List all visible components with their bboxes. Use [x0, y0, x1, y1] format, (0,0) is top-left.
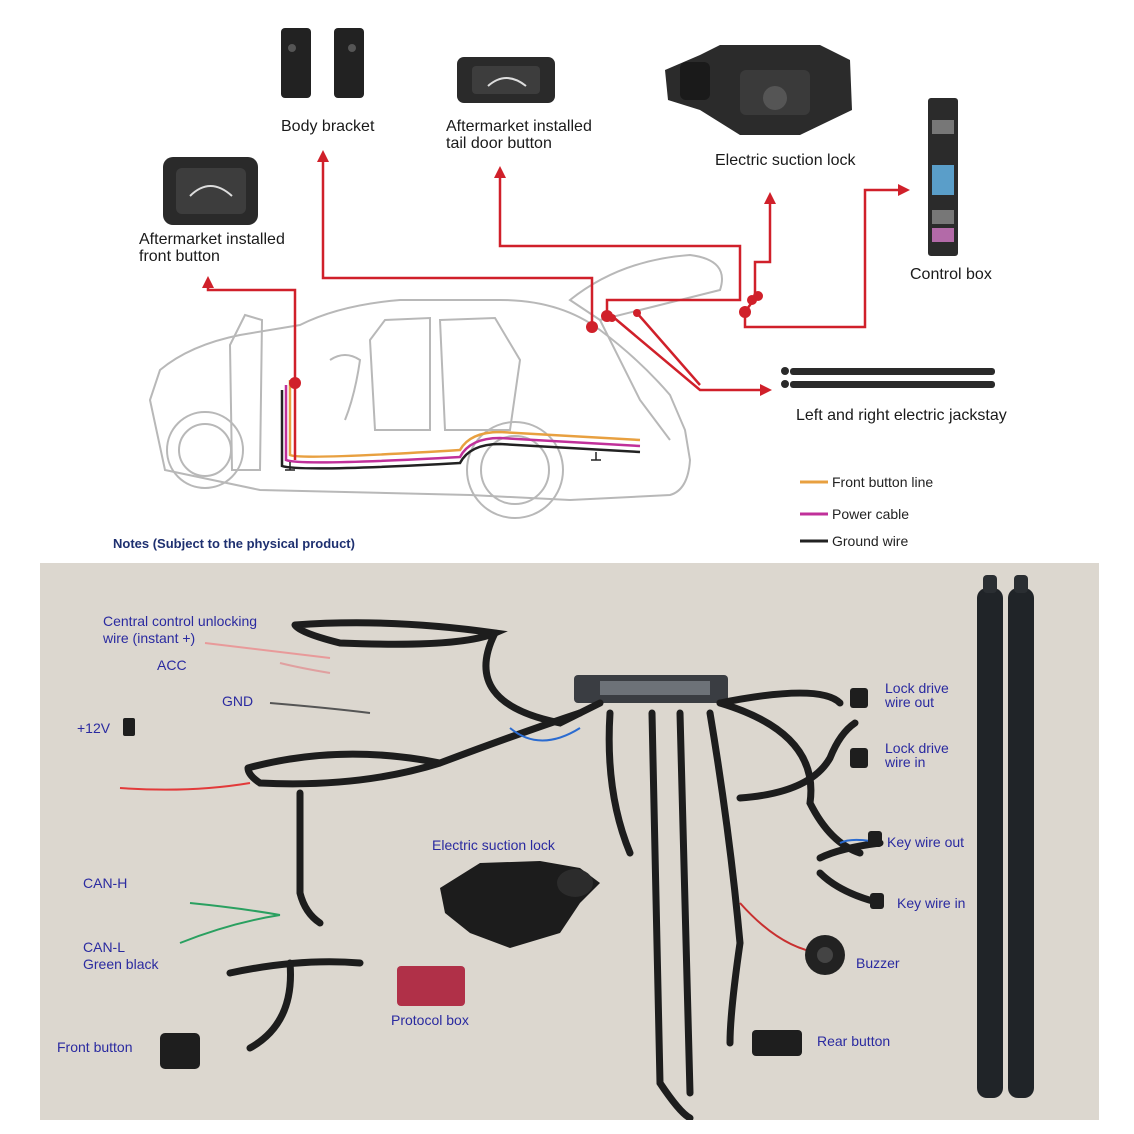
front-button-label-line2: front button [139, 248, 220, 265]
notes-text: Notes (Subject to the physical product) [113, 536, 355, 551]
body-bracket-label: Body bracket [281, 118, 375, 135]
front-button-icon [163, 157, 258, 225]
suction-lock-photo-label: Electric suction lock [432, 837, 555, 853]
legend-front-button-line: Front button line [832, 474, 934, 490]
arrow-heads [202, 150, 910, 396]
lock-in-label-line2: wire in [885, 754, 926, 770]
jackstay-icon [781, 367, 995, 388]
tail-button-label-line2: tail door button [446, 135, 552, 152]
photo-cables [226, 619, 884, 1120]
photo-rear-button [752, 1030, 802, 1056]
lock-in-label-line1: Lock drive [885, 740, 949, 756]
photo-jackstays [977, 575, 1034, 1098]
can-h-label: CAN-H [83, 875, 128, 891]
buzzer-label: Buzzer [856, 955, 900, 971]
plus12v-label: +12V [77, 720, 111, 736]
lock-out-label-line1: Lock drive [885, 680, 949, 696]
photo-suction-lock [440, 861, 600, 948]
ground-symbols [285, 452, 601, 471]
connection-arrows [206, 162, 903, 392]
lock-out-label-line2: wire out [885, 694, 935, 710]
central-control-label-line1: Central control unlocking [103, 613, 258, 629]
control-box-icon [928, 98, 958, 256]
can-l-label-line1: CAN-L [83, 939, 126, 955]
car-outline [148, 253, 723, 519]
key-in-label: Key wire in [897, 895, 966, 911]
suction-lock-icon [665, 45, 852, 135]
control-box-label: Control box [910, 266, 992, 283]
key-out-label: Key wire out [887, 834, 965, 850]
can-l-label-line2: Green black [83, 956, 159, 972]
wiring-diagram [148, 28, 995, 543]
legend-swatches [800, 480, 828, 543]
rear-button-label: Rear button [817, 1033, 891, 1049]
photo-front-button [160, 1033, 200, 1069]
body-bracket-icon [281, 28, 364, 98]
suction-lock-label: Electric suction lock [715, 152, 856, 169]
front-button-label-line1: Aftermarket installed [139, 231, 285, 248]
photo-buzzer [805, 935, 845, 975]
connection-dots [289, 291, 763, 389]
protocol-box-label: Protocol box [391, 1012, 469, 1028]
jackstay-label: Left and right electric jackstay [796, 407, 1007, 424]
gnd-label: GND [222, 693, 254, 709]
legend-ground-wire: Ground wire [832, 533, 909, 549]
photo-control-box [574, 675, 728, 703]
harness-lines [280, 380, 641, 470]
photo-connectors [123, 688, 884, 909]
acc-label: ACC [157, 657, 187, 673]
tail-door-button-icon [457, 57, 555, 103]
harness-photo: Central control unlocking wire (instant … [40, 563, 1099, 1120]
front-button-photo-label: Front button [57, 1039, 133, 1055]
photo-colored-wires [119, 642, 871, 954]
central-control-label-line2: wire (instant +) [103, 630, 196, 646]
photo-protocol-box [397, 966, 465, 1006]
tail-button-label-line1: Aftermarket installed [446, 118, 592, 135]
harness-photo-drawing [119, 575, 1034, 1120]
legend-power-cable: Power cable [832, 506, 910, 522]
